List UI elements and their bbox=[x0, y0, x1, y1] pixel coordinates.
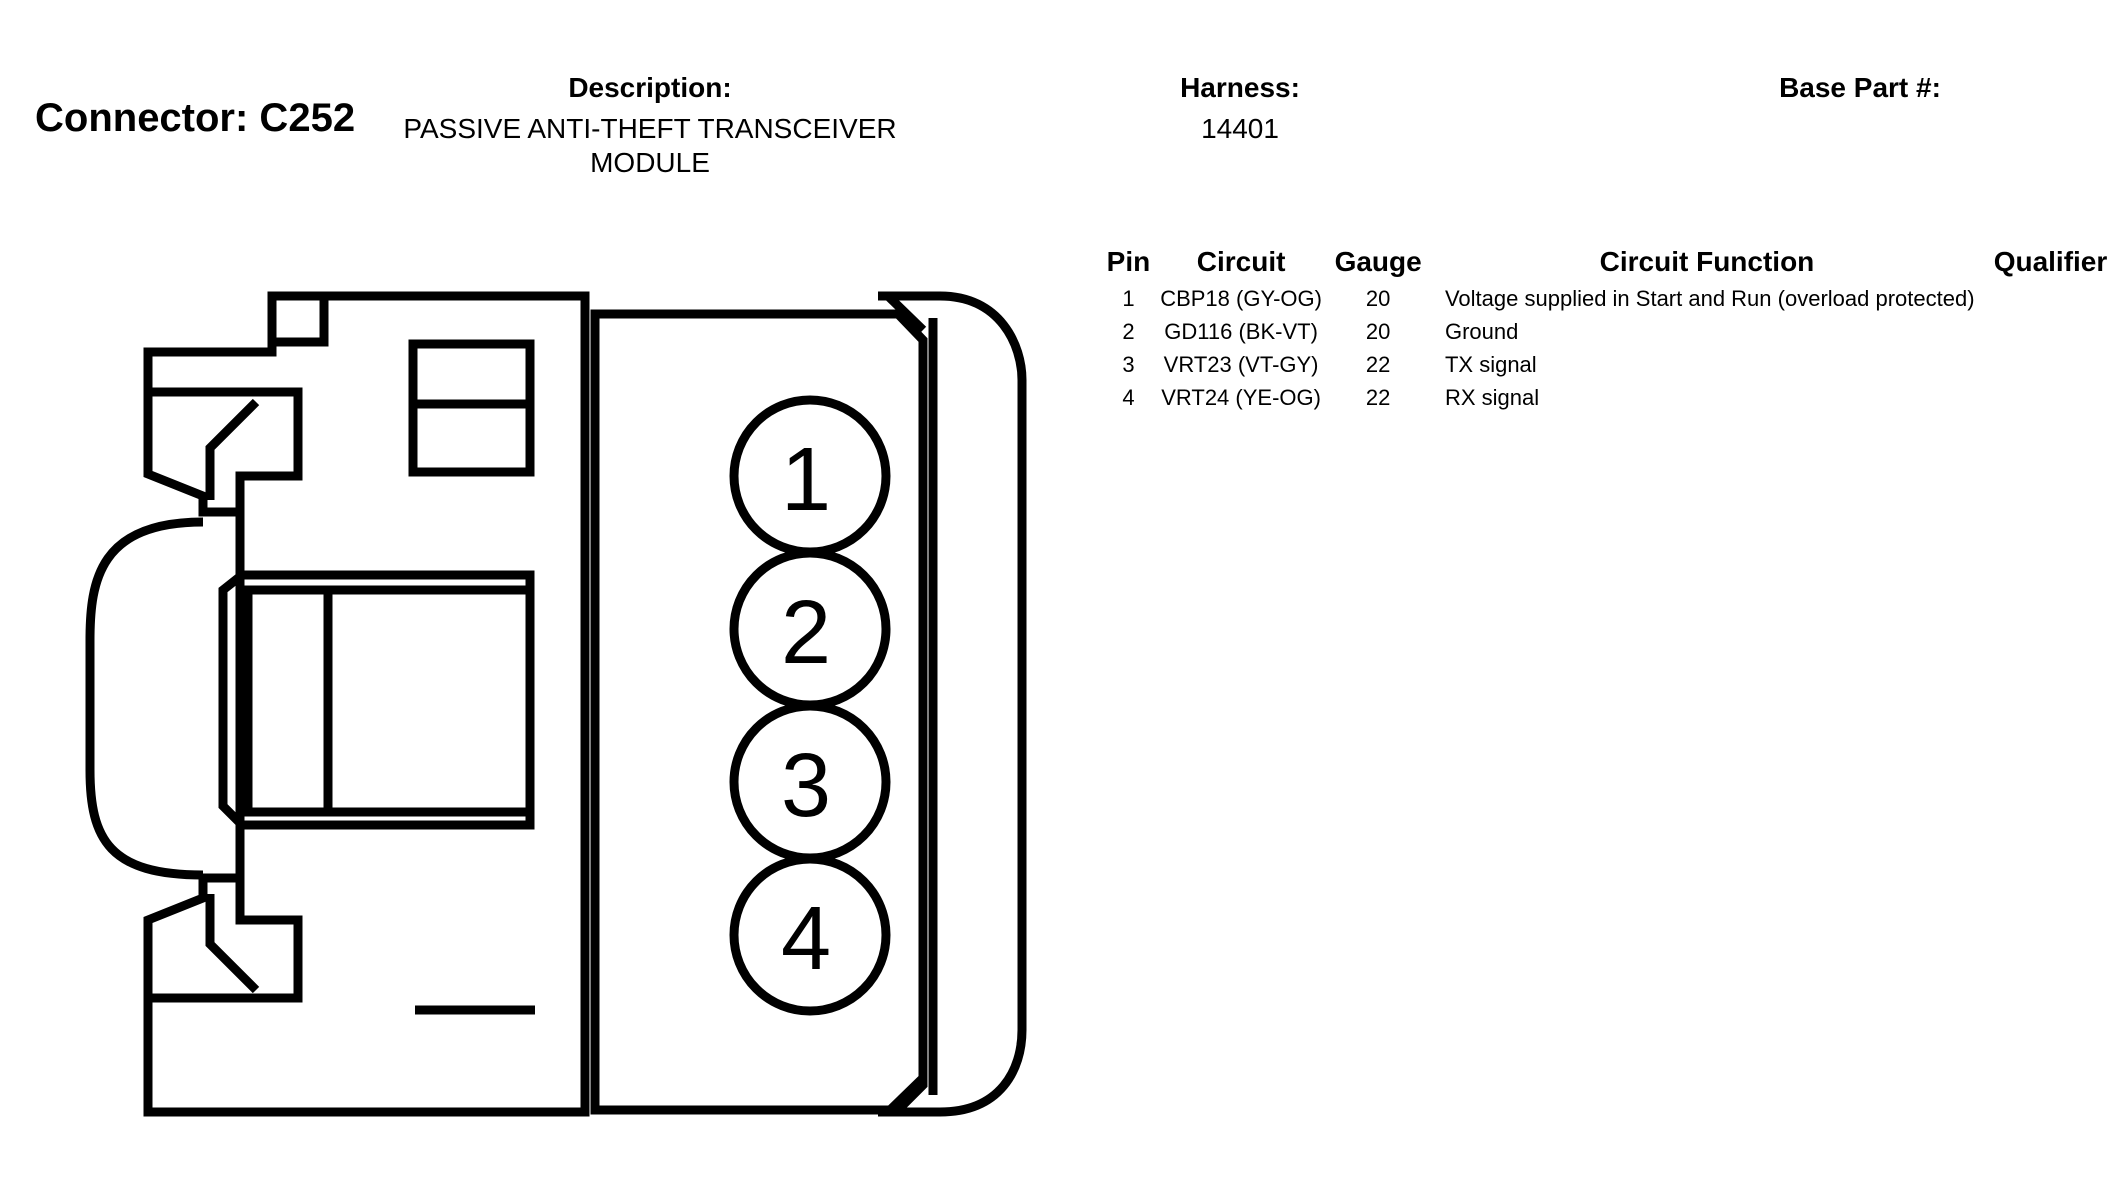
base-part-label: Base Part #: bbox=[1779, 72, 1941, 103]
column-header-gauge: Gauge bbox=[1334, 246, 1422, 277]
gauge-cell: 22 bbox=[1365, 384, 1391, 410]
housing-outline bbox=[143, 291, 590, 1117]
column-header-pin: Pin bbox=[1106, 246, 1151, 277]
table-row: 1 CBP18 (GY-OG) 20 Voltage supplied in S… bbox=[1100, 282, 2118, 315]
pin-cell: 1 bbox=[1122, 285, 1135, 311]
table-row: 3 VRT23 (VT-GY) 22 TX signal bbox=[1100, 348, 2118, 381]
pin-cell: 4 bbox=[1122, 384, 1135, 410]
column-header-qualifier: Qualifier bbox=[1993, 246, 2108, 277]
circuit-cell: VRT24 (YE-OG) bbox=[1161, 384, 1321, 410]
function-cell: RX signal bbox=[1444, 384, 1540, 410]
cap-seam-bottom bbox=[884, 1074, 927, 1116]
circuit-cell: VRT23 (VT-GY) bbox=[1163, 351, 1319, 377]
column-header-circuit: Circuit bbox=[1196, 246, 1286, 277]
harness-value: 14401 bbox=[1201, 113, 1279, 144]
description-label: Description: bbox=[568, 72, 732, 103]
description-line-1: PASSIVE ANTI-THEFT TRANSCEIVER bbox=[403, 113, 897, 144]
pin-label-1: 1 bbox=[781, 430, 831, 530]
pin-label-3: 3 bbox=[781, 736, 831, 836]
pin-housing bbox=[590, 309, 928, 1115]
cap-seam-top bbox=[884, 292, 927, 334]
function-cell: Ground bbox=[1444, 318, 1519, 344]
description-value: PASSIVE ANTI-THEFT TRANSCEIVER MODULE bbox=[370, 112, 930, 180]
connector-title: Connector: C252 bbox=[35, 96, 356, 140]
gauge-cell: 22 bbox=[1365, 351, 1391, 377]
left-bump bbox=[85, 517, 204, 880]
circuit-cell: CBP18 (GY-OG) bbox=[1160, 285, 1322, 311]
function-cell: TX signal bbox=[1444, 351, 1537, 377]
pin-table-header-row: Pin Circuit Gauge Circuit Function Quali… bbox=[1100, 242, 2118, 282]
harness-label: Harness: bbox=[1180, 72, 1300, 103]
keyway-outline bbox=[218, 570, 535, 830]
pin-label-4: 4 bbox=[781, 889, 831, 989]
table-row: 4 VRT24 (YE-OG) 22 RX signal bbox=[1100, 381, 2118, 414]
pin-label-2: 2 bbox=[781, 583, 831, 683]
upper-latch bbox=[148, 387, 303, 512]
circuit-cell: GD116 (BK-VT) bbox=[1164, 318, 1318, 344]
pin-cell: 2 bbox=[1122, 318, 1135, 344]
rounded-cap bbox=[878, 291, 1027, 1117]
pin-circle-4 bbox=[729, 854, 891, 1016]
pin-cell: 3 bbox=[1122, 351, 1135, 377]
description-line-2: MODULE bbox=[590, 147, 710, 178]
column-header-circuit-function: Circuit Function bbox=[1599, 246, 1815, 277]
table-row: 2 GD116 (BK-VT) 20 Ground bbox=[1100, 315, 2118, 348]
top-tab bbox=[267, 291, 329, 347]
pin-table: Pin Circuit Gauge Circuit Function Quali… bbox=[1100, 242, 2118, 414]
gauge-cell: 20 bbox=[1365, 285, 1391, 311]
function-cell: Voltage supplied in Start and Run (overl… bbox=[1444, 285, 1975, 311]
gauge-cell: 20 bbox=[1365, 318, 1391, 344]
lower-latch bbox=[148, 878, 303, 1003]
